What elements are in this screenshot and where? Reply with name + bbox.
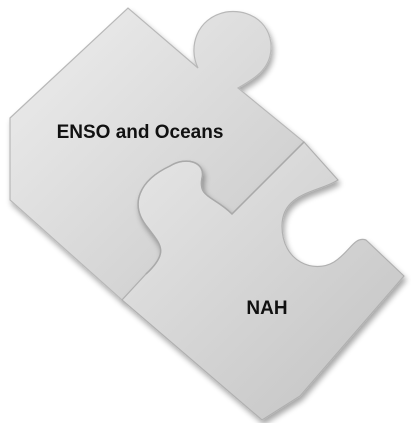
- piece-label-enso: ENSO and Oceans: [57, 122, 224, 143]
- piece-label-nah: NAH: [246, 298, 287, 319]
- puzzle-seam: [137, 141, 305, 275]
